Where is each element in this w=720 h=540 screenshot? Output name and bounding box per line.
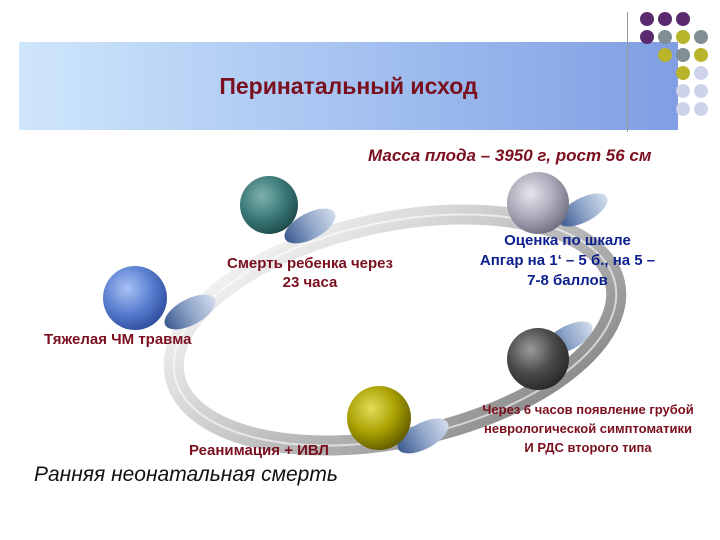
decorative-dot bbox=[658, 48, 672, 62]
label-head-trauma-text: Тяжелая ЧМ травма bbox=[44, 331, 192, 348]
decorative-dot bbox=[676, 48, 690, 62]
sphere-neuro bbox=[507, 328, 569, 390]
decorative-dot bbox=[694, 102, 708, 116]
label-neuro-line-2: неврологической симптоматики bbox=[484, 421, 692, 436]
decorative-dot bbox=[658, 30, 672, 44]
label-neuro-line-3: И РДС второго типа bbox=[524, 440, 652, 455]
page-title: Перинатальный исход bbox=[219, 73, 478, 99]
decorative-dot bbox=[658, 12, 672, 26]
sphere-shadow bbox=[284, 208, 336, 244]
sphere-shadow bbox=[164, 294, 216, 330]
label-apgar-line-2: Апгар на 1‘ – 5 б., на 5 – bbox=[479, 252, 656, 269]
label-death-line-1: Смерть ребенка через bbox=[227, 255, 393, 272]
decorative-dot bbox=[676, 66, 690, 80]
decorative-dot bbox=[640, 12, 654, 26]
fetus-mass-height-note: Масса плода – 3950 г, рост 56 см bbox=[368, 146, 652, 165]
decorative-dot bbox=[694, 48, 708, 62]
sphere-shadow bbox=[397, 418, 449, 454]
label-neuro-line-1: Через 6 часов появление грубой bbox=[482, 402, 694, 417]
sphere-head-trauma bbox=[103, 266, 167, 330]
decorative-dot bbox=[694, 66, 708, 80]
decorative-dot bbox=[694, 30, 708, 44]
outcome-conclusion: Ранняя неонатальная смерть bbox=[34, 463, 338, 486]
label-resuscitation: Реанимация + ИВЛ bbox=[189, 442, 329, 459]
decorative-divider bbox=[627, 12, 628, 132]
decorative-dot bbox=[676, 30, 690, 44]
decorative-dot bbox=[676, 102, 690, 116]
decorative-dot bbox=[676, 12, 690, 26]
label-head-trauma: Тяжелая ЧМ травма bbox=[44, 331, 191, 348]
label-resuscitation-text: Реанимация + ИВЛ bbox=[189, 442, 329, 459]
label-apgar-line-3: 7-8 баллов bbox=[527, 272, 608, 289]
decorative-dot bbox=[640, 30, 654, 44]
label-death-line-2: 23 часа bbox=[282, 274, 338, 291]
label-neuro: Через 6 часов появление грубой неврологи… bbox=[456, 400, 720, 457]
title-banner: Перинатальный исход bbox=[19, 42, 678, 130]
label-apgar-line-1: Оценка по шкале bbox=[504, 232, 631, 249]
decorative-dot bbox=[676, 84, 690, 98]
sphere-death bbox=[240, 176, 298, 234]
decorative-dot bbox=[694, 84, 708, 98]
label-apgar: Оценка по шкале Апгар на 1‘ – 5 б., на 5… bbox=[455, 231, 680, 291]
sphere-shadow bbox=[558, 193, 608, 227]
sphere-resuscitation bbox=[347, 386, 411, 450]
label-death: Смерть ребенка через 23 часа bbox=[200, 254, 420, 292]
sphere-apgar bbox=[507, 172, 569, 234]
